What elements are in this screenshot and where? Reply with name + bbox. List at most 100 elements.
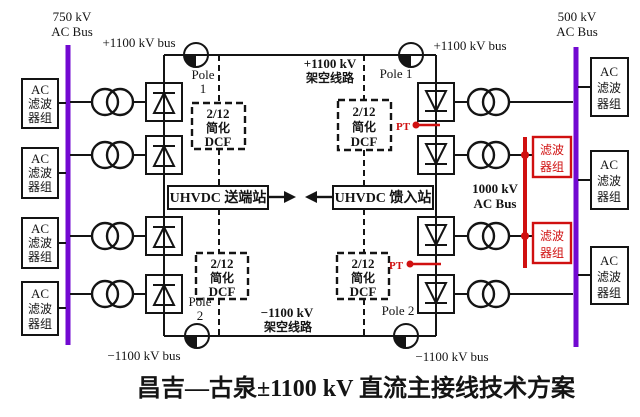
thyristor-valve-icon [145, 82, 183, 122]
pt-markers: PT PT [389, 121, 441, 272]
red-filter-label: 器组 [540, 246, 564, 260]
dcf-label: 2/12 [206, 106, 229, 121]
pos-line-label-1: +1100 kV [304, 56, 357, 71]
neg-bus-label-right: −1100 kV bus [415, 349, 488, 364]
pole1-left-num: 1 [200, 81, 207, 96]
dcf-label: 2/12 [351, 256, 374, 271]
thyristor-valve-icon [145, 135, 183, 175]
ac-filter-label: 滤波 [597, 270, 621, 284]
arrow-left-icon [305, 191, 317, 203]
pt-marker: PT [389, 260, 441, 272]
ac-filter-label: 器组 [28, 250, 52, 264]
dc-filter-boxes: 2/12 简化 DCF 2/12 简化 DCF 2/12 简化 DCF 2/12… [190, 98, 393, 301]
neg-bus-label-left: −1100 kV bus [107, 348, 180, 363]
dcf-tap-lines [218, 55, 365, 336]
ac-filter-label: AC [31, 151, 49, 166]
ac-filter-label: 滤波 [597, 81, 621, 95]
bus-junction-dot [521, 151, 529, 159]
pole2-right: Pole 2 [382, 303, 415, 318]
station-boxes: UHVDC 送端站 UHVDC 馈入站 [167, 185, 434, 210]
red-filter-box: 滤波 器组 [531, 221, 573, 265]
dcf-box: 2/12 简化 DCF [194, 251, 250, 301]
right-ac-bus-group: 500 kV AC Bus AC 滤波 器组 AC 滤波 器组 AC 滤波 器组 [556, 9, 629, 347]
dcf-label: DCF [351, 134, 378, 149]
red-filter-label: 滤波 [540, 143, 564, 157]
smoothing-reactor-icon [398, 42, 424, 68]
dcf-label: DCF [209, 284, 236, 299]
ac-filter-box-outline [21, 281, 59, 336]
ac-filter-box-outline [21, 217, 59, 269]
pt-marker: PT [396, 121, 440, 133]
smoothing-reactor-icon [184, 323, 210, 349]
dcf-label: 简化 [352, 119, 376, 134]
left-ac-filter-banks: AC 滤波 器组 AC 滤波 器组 AC 滤波 器组 AC 滤波 器组 [21, 78, 66, 336]
ac-filter-label: AC [600, 64, 618, 79]
dc-circuit-lines [163, 54, 437, 337]
pt-label: PT [389, 260, 404, 272]
ac-filter-label: 器组 [28, 317, 52, 331]
ac-filter-box: AC 滤波 器组 [21, 78, 66, 129]
ac-filter-label: 滤波 [28, 236, 52, 250]
pole1-right: Pole 1 [380, 66, 413, 81]
ac-filter-label: AC [31, 286, 49, 301]
ac-filter-box-outline [21, 147, 59, 199]
transformer-icon [70, 87, 146, 117]
ac-filter-box: AC 滤波 器组 [578, 57, 629, 117]
dcf-label: 2/12 [352, 104, 375, 119]
ac-filter-box-outline [590, 246, 629, 305]
pt-label: PT [396, 121, 411, 133]
ac-filter-box-outline [590, 57, 629, 117]
dcf-label: DCF [350, 284, 377, 299]
smoothing-reactor-icon [393, 323, 419, 349]
dcf-box: 2/12 简化 DCF [190, 101, 247, 151]
pos-bus-label-right: +1100 kV bus [433, 38, 506, 53]
mid-ac-bus-label-2: AC Bus [474, 196, 517, 211]
ac-filter-box: AC 滤波 器组 [21, 217, 66, 269]
left-ac-bus-label-1: 750 kV [53, 9, 92, 24]
ac-filter-label: 器组 [28, 180, 52, 194]
ac-filter-box: AC 滤波 器组 [578, 150, 629, 210]
right-ac-bus-label-2: AC Bus [556, 24, 598, 39]
ac-filter-label: 滤波 [28, 97, 52, 111]
dcf-box: 2/12 简化 DCF [336, 98, 393, 152]
ac-filter-label: AC [600, 157, 618, 172]
right-ac-bus-label-1: 500 kV [558, 9, 597, 24]
ac-filter-box: AC 滤波 器组 [21, 147, 66, 199]
ac-filter-label: 滤波 [597, 174, 621, 188]
smoothing-reactors [183, 42, 424, 349]
transformer-icon [454, 87, 573, 117]
left-converter-valves [145, 82, 183, 314]
left-transformers [70, 87, 146, 309]
ac-filter-box: AC 滤波 器组 [21, 281, 66, 336]
pos-line-label-2: 架空线路 [305, 70, 355, 85]
red-filter-label: 器组 [540, 160, 564, 174]
ac-filter-label: AC [31, 221, 49, 236]
dc-labels: +1100 kV bus +1100 kV bus +1100 kV 架空线路 … [102, 35, 506, 364]
dcf-label: 简化 [210, 270, 234, 285]
ac-filter-box-outline [590, 150, 629, 210]
mid-ac-bus-group: 1000 kV AC Bus 滤波 器组 滤波 器组 [472, 135, 573, 268]
transformer-icon [70, 279, 146, 309]
dcf-label: 2/12 [210, 256, 233, 271]
red-filter-box: 滤波 器组 [531, 135, 573, 179]
thyristor-valve-icon [145, 274, 183, 314]
left-ac-bus-group: 750 kV AC Bus [51, 9, 93, 345]
receiving-station-label: UHVDC 馈入站 [335, 189, 432, 206]
red-filter-label: 滤波 [540, 229, 564, 243]
dcf-label: DCF [205, 134, 232, 149]
pos-bus-label-left: +1100 kV bus [102, 35, 175, 50]
ac-filter-label: 器组 [597, 286, 621, 300]
right-converter-valves [417, 82, 455, 314]
ac-filter-label: 器组 [597, 97, 621, 111]
dcf-label: 简化 [351, 270, 375, 285]
thyristor-valve-icon [145, 216, 183, 256]
bus-junction-dot [521, 232, 529, 240]
ac-filter-label: AC [600, 253, 618, 268]
arrow-right-icon [284, 191, 296, 203]
ac-filter-box-outline [21, 78, 59, 129]
ac-filter-box: AC 滤波 器组 [578, 246, 629, 305]
transformer-icon [454, 279, 573, 309]
